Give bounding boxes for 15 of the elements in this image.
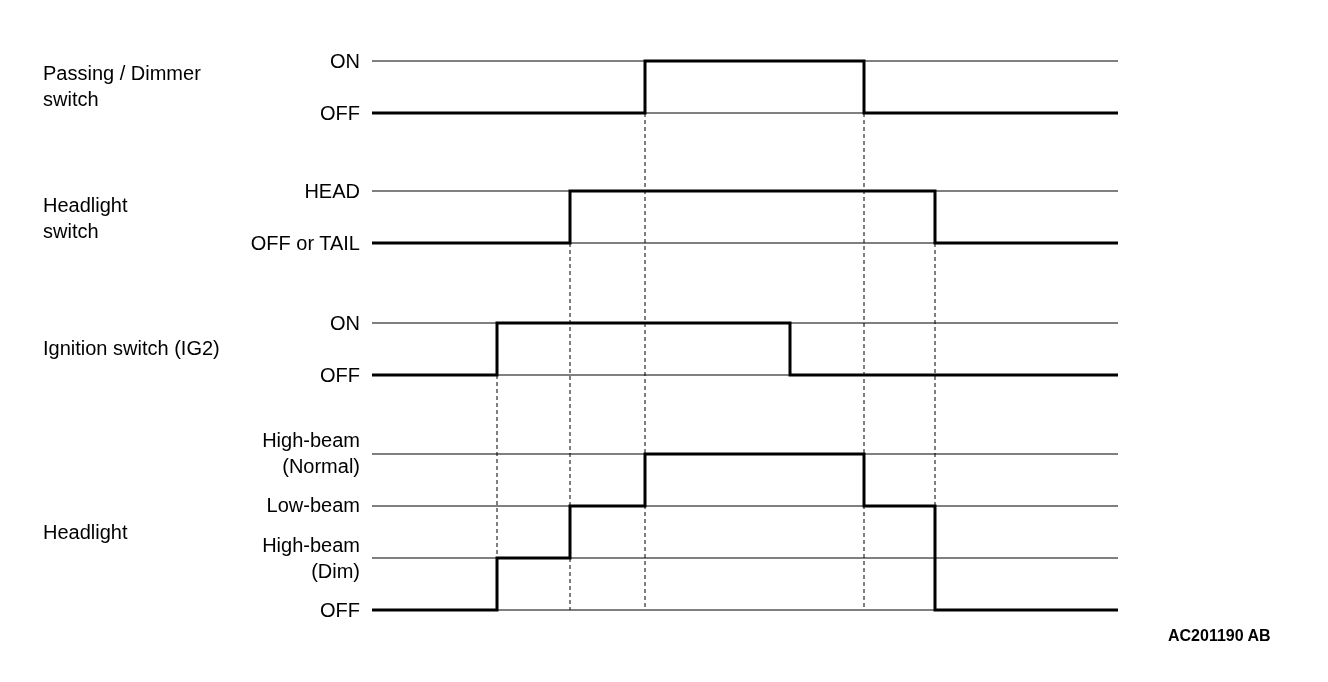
state-label: ON [329, 311, 360, 336]
state-label: OFF [319, 101, 360, 126]
state-label: High-beam (Normal) [261, 428, 360, 479]
state-label: Low-beam [265, 493, 360, 518]
state-label: OFF [319, 598, 360, 623]
state-label: ON [329, 49, 360, 74]
signal-name: Passing / Dimmer switch [43, 61, 202, 112]
state-label: HEAD [303, 179, 360, 204]
signal-name: Headlight [43, 520, 129, 545]
signal-name: Headlight switch [43, 193, 129, 244]
figure-code: AC201190 AB [1168, 626, 1272, 646]
state-label: OFF or TAIL [249, 231, 360, 256]
state-label: OFF [319, 363, 360, 388]
state-label: High-beam (Dim) [261, 533, 360, 584]
signal-name: Ignition switch (IG2) [43, 336, 221, 361]
